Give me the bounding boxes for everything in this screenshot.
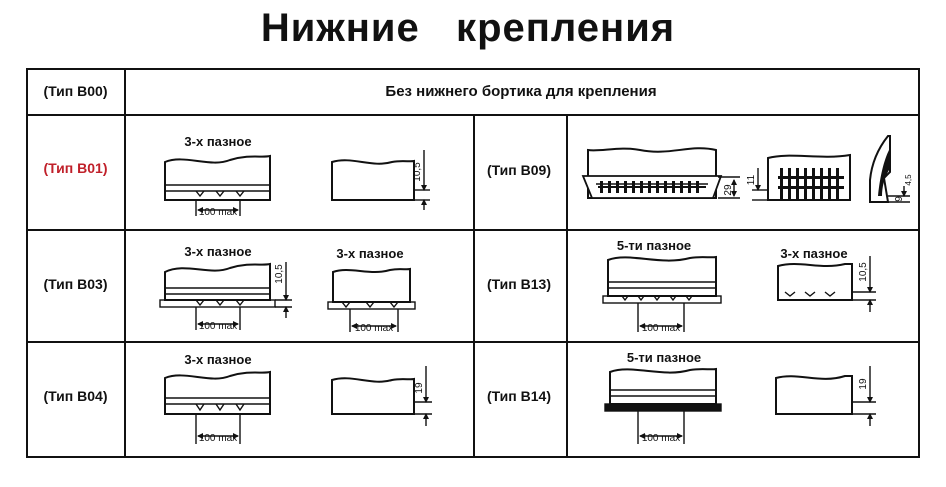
type-label-b04: (Тип В04) bbox=[43, 388, 108, 404]
header-description: Без нижнего бортика для крепления bbox=[385, 83, 657, 100]
column-divider bbox=[124, 70, 126, 456]
b13-notch-label-right: 3-х пазное bbox=[780, 246, 847, 261]
type-label-b00: (Тип В00) bbox=[43, 83, 108, 99]
b04-width-dim: 100 max bbox=[199, 433, 237, 444]
type-label-b03: (Тип В03) bbox=[43, 276, 108, 292]
type-label-b14: (Тип В14) bbox=[487, 388, 551, 404]
b01-height-dim: 10,5 bbox=[412, 162, 423, 182]
b09-front-drawing bbox=[581, 147, 740, 199]
b01-front-drawing bbox=[164, 154, 271, 216]
b03-notch-label-right: 3-х пазное bbox=[336, 246, 403, 261]
b03-side-drawing bbox=[327, 267, 416, 332]
column-divider bbox=[566, 114, 568, 456]
type-label-b09: (Тип В09) bbox=[487, 162, 551, 178]
b09-dim-c: 9 bbox=[894, 196, 905, 202]
b03-notch-label-left: 3-х пазное bbox=[184, 244, 251, 259]
b03-width-dim-right: 100 max bbox=[355, 323, 393, 334]
b03-height-dim: 10,5 bbox=[274, 264, 285, 284]
type-label-b13: (Тип В13) bbox=[487, 276, 551, 292]
type-label-b01: (Тип В01) bbox=[43, 160, 108, 176]
b01-notch-label: 3-х пазное bbox=[184, 134, 251, 149]
b13-height-dim: 10,5 bbox=[858, 262, 869, 282]
b01-width-dim: 100 max bbox=[199, 207, 237, 218]
b04-height-dim: 19 bbox=[414, 382, 425, 394]
b09-dim-d: 4,5 bbox=[904, 174, 913, 186]
b09-dim-b: 11 bbox=[746, 174, 757, 185]
b13-width-dim: 100 max bbox=[642, 323, 680, 334]
column-divider bbox=[473, 114, 475, 456]
b09-profile-drawing bbox=[869, 135, 910, 203]
b14-width-dim: 100 max bbox=[642, 433, 680, 444]
b03-front-drawing bbox=[159, 262, 292, 330]
page-title: Нижние крепления bbox=[260, 6, 676, 50]
b09-dim-a: 29 bbox=[723, 184, 734, 196]
b13-side-drawing bbox=[777, 256, 876, 312]
b09-grip-pattern bbox=[598, 150, 889, 200]
b04-notch-label: 3-х пазное bbox=[184, 352, 251, 367]
b13-front-drawing bbox=[602, 255, 722, 332]
b04-front-drawing bbox=[164, 370, 271, 444]
b01-side-drawing bbox=[331, 150, 430, 210]
b04-side-drawing bbox=[331, 366, 432, 426]
b13-notch-label-left: 5-ти пазное bbox=[617, 238, 691, 253]
b14-side-drawing bbox=[775, 366, 876, 426]
mounting-types-table bbox=[26, 68, 920, 458]
b03-width-dim-left: 100 max bbox=[199, 321, 237, 332]
b09-side-drawing bbox=[752, 153, 851, 201]
b14-front-drawing bbox=[604, 367, 722, 444]
b14-notch-label: 5-ти пазное bbox=[627, 350, 701, 365]
b14-height-dim: 19 bbox=[858, 378, 869, 390]
